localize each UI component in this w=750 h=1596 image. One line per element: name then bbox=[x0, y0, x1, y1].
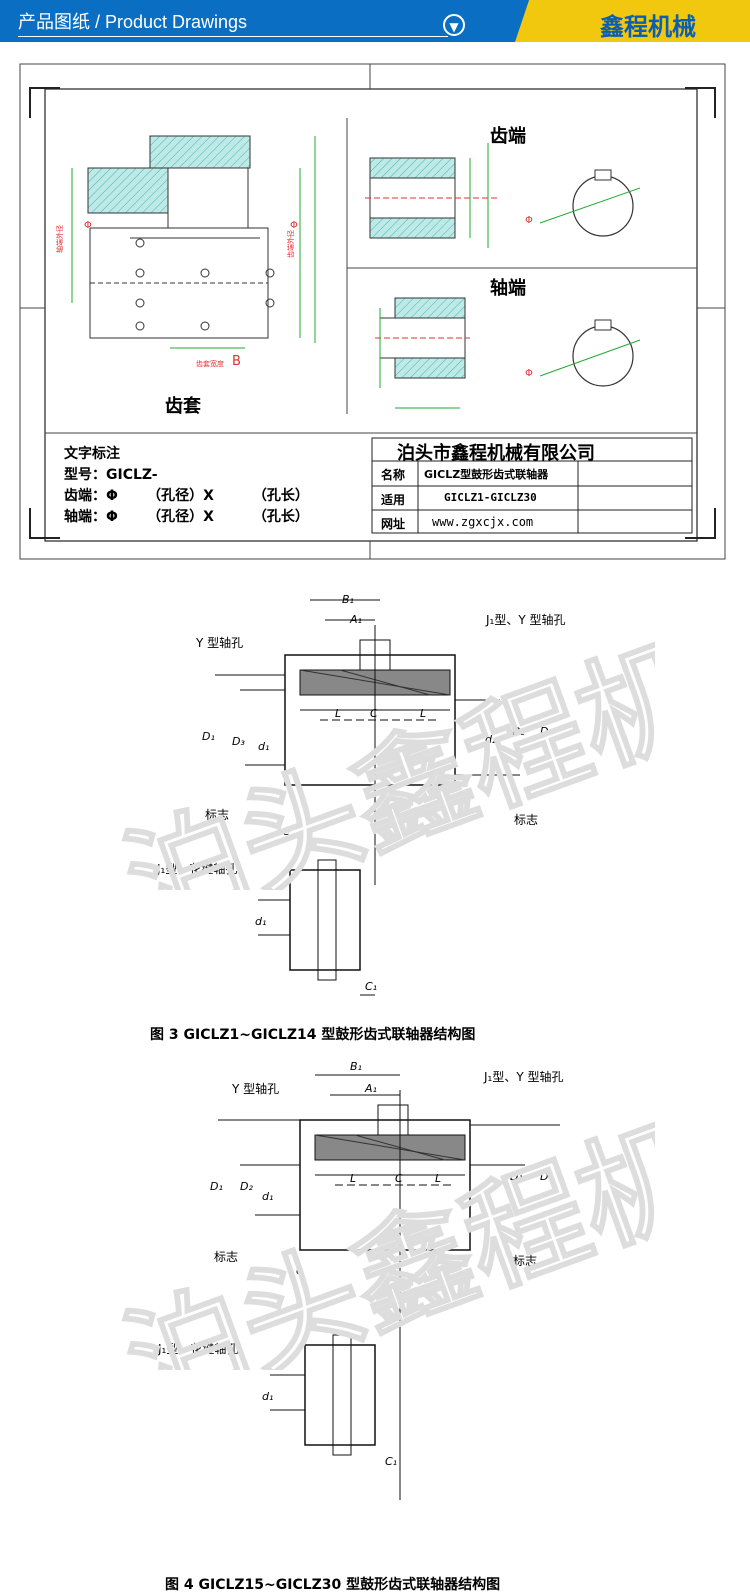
title-block bbox=[371, 437, 693, 534]
svg-text:A₁: A₁ bbox=[349, 613, 362, 626]
header-bar: 产品图纸 / Product Drawings ▼ 鑫程机械 bbox=[0, 0, 750, 42]
label-sleeve: 齿套 bbox=[165, 396, 201, 417]
table-name-value: GICLZ型鼓形齿式联轴器 bbox=[424, 468, 549, 481]
svg-text:Φ: Φ bbox=[290, 220, 298, 231]
fig4-j1y-hole-label: J₁型、Y 型轴孔 bbox=[484, 1070, 564, 1084]
svg-text:D₁: D₁ bbox=[202, 730, 215, 743]
table-url-label: 网址 bbox=[381, 517, 406, 531]
svg-text:d₁: d₁ bbox=[262, 1190, 273, 1203]
svg-text:e: e bbox=[296, 1264, 303, 1277]
fig4-mark-left: 标志 bbox=[214, 1250, 239, 1264]
svg-text:B₁: B₁ bbox=[350, 1060, 362, 1073]
annotation-model: 型号：GICLZ- bbox=[64, 467, 158, 483]
svg-text:D₁: D₁ bbox=[540, 1170, 553, 1183]
label-b-note: 齿套宽度 bbox=[196, 360, 224, 368]
svg-text:d₁: d₁ bbox=[262, 1390, 273, 1403]
svg-text:B₁: B₁ bbox=[342, 593, 354, 606]
svg-text:轴端外径: 轴端外径 bbox=[55, 225, 64, 253]
chevron-down-icon[interactable]: ▼ bbox=[443, 14, 465, 36]
svg-text:d₂: d₂ bbox=[485, 733, 497, 746]
fig4-mark-right: 标志 bbox=[513, 1254, 538, 1268]
fig4-caption: 图 4 GⅠCLZ15~GⅠCLZ30 型鼓形齿式联轴器结构图 bbox=[165, 1577, 501, 1593]
fig3-mark-left: 标志 bbox=[205, 808, 230, 822]
label-tooth-end: 齿端 bbox=[490, 126, 526, 147]
figure-3-drawing: B₁ A₁ D₁ D₃ d₁ L C L d₂ D₂ D e d₁ C₁ bbox=[202, 593, 548, 996]
label-b: B bbox=[232, 354, 241, 369]
annotation-heading: 文字标注 bbox=[64, 446, 120, 462]
fig3-j1y-hole-label: J₁型、Y 型轴孔 bbox=[486, 613, 566, 627]
header-yellow-band bbox=[515, 0, 750, 42]
svg-text:e: e bbox=[283, 825, 290, 838]
svg-text:d₁: d₁ bbox=[255, 915, 266, 928]
svg-text:D₁: D₁ bbox=[510, 1170, 523, 1183]
svg-text:Φ: Φ bbox=[525, 215, 533, 226]
product-drawing-sheet: 轴端外径 齿端外径 Φ Φ Φ Φ bbox=[19, 63, 726, 560]
svg-text:Φ: Φ bbox=[525, 368, 533, 379]
tooth-end-drawing: Φ bbox=[365, 143, 641, 248]
sleeve-section: 轴端外径 齿端外径 Φ Φ bbox=[55, 135, 316, 349]
svg-text:C: C bbox=[370, 707, 378, 720]
fig3-j1-spline-label: J₁型、花键轴孔 bbox=[157, 862, 238, 876]
svg-text:Φ: Φ bbox=[84, 220, 92, 231]
svg-text:D₂: D₂ bbox=[512, 725, 525, 738]
svg-text:齿端外径: 齿端外径 bbox=[286, 230, 295, 258]
svg-text:d₁: d₁ bbox=[258, 740, 269, 753]
label-shaft-end: 轴端 bbox=[490, 278, 526, 299]
fig3-y-hole-label: Y 型轴孔 bbox=[196, 636, 244, 650]
annotation-shaft-end: 轴端：Φ （孔径）X （孔长） bbox=[64, 509, 309, 525]
table-apply-value: GICLZ1-GICLZ30 bbox=[444, 491, 537, 504]
svg-text:L: L bbox=[335, 707, 341, 720]
shaft-end-drawing: Φ bbox=[375, 297, 641, 409]
svg-text:D₂: D₂ bbox=[240, 1180, 253, 1193]
table-name-label: 名称 bbox=[381, 468, 406, 482]
figure-4-drawing: B₁ A₁ D₁ D₂ d₁ L C L D₁ D₁ e d₁ C₁ bbox=[210, 1060, 560, 1500]
svg-text:C: C bbox=[395, 1172, 403, 1185]
svg-text:D₃: D₃ bbox=[232, 735, 245, 748]
svg-text:L: L bbox=[435, 1172, 441, 1185]
brand-name: 鑫程机械 bbox=[600, 13, 696, 41]
table-apply-label: 适用 bbox=[381, 493, 406, 507]
header-underline bbox=[18, 36, 448, 37]
fig4-j1-spline-label: J₁型、花键轴孔 bbox=[158, 1342, 239, 1356]
svg-text:L: L bbox=[350, 1172, 356, 1185]
annotation-tooth-end: 齿端：Φ （孔径）X （孔长） bbox=[64, 488, 309, 504]
fig3-mark-right: 标志 bbox=[514, 813, 539, 827]
fig4-y-hole-label: Y 型轴孔 bbox=[232, 1082, 280, 1096]
svg-text:L: L bbox=[420, 707, 426, 720]
fig3-caption: 图 3 GⅠCLZ1~GⅠCLZ14 型鼓形齿式联轴器结构图 bbox=[150, 1027, 476, 1043]
svg-text:A₁: A₁ bbox=[364, 1082, 377, 1095]
svg-text:D: D bbox=[540, 725, 548, 738]
company-name: 泊头市鑫程机械有限公司 bbox=[397, 443, 595, 464]
header-title: 产品图纸 / Product Drawings bbox=[18, 12, 248, 32]
svg-text:C₁: C₁ bbox=[365, 980, 377, 993]
svg-text:D₁: D₁ bbox=[210, 1180, 223, 1193]
svg-text:C₁: C₁ bbox=[385, 1455, 397, 1468]
table-url-value: www.zgxcjx.com bbox=[432, 515, 534, 529]
